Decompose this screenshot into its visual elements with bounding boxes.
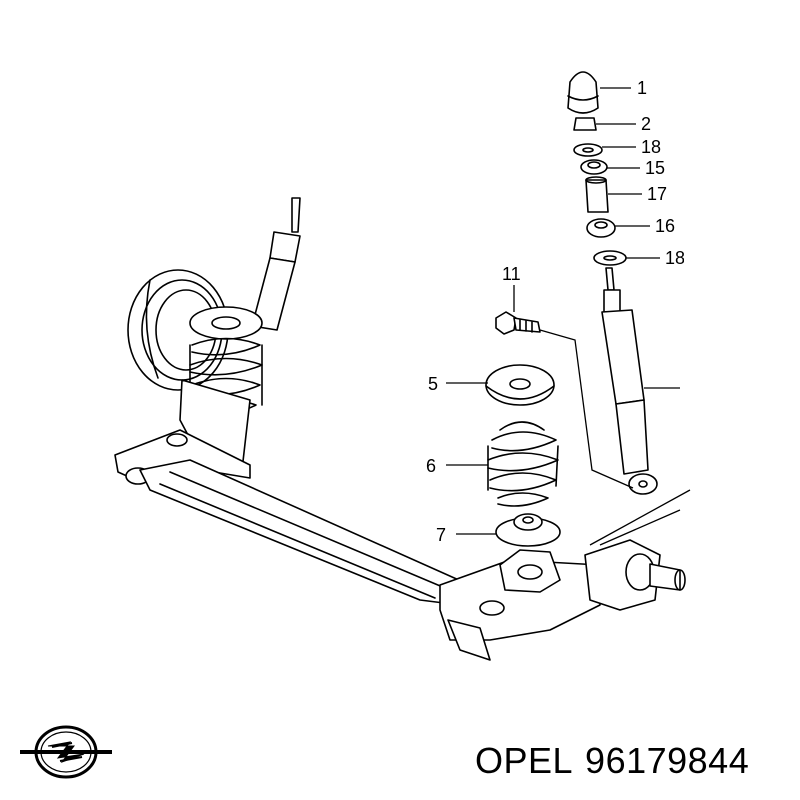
callout-18b: 18 [665, 248, 685, 268]
callout-5: 5 [428, 374, 438, 394]
callout-labels: 1 2 18 15 17 16 18 11 5 6 7 [426, 78, 685, 545]
callout-15: 15 [645, 158, 665, 178]
callout-6: 6 [426, 456, 436, 476]
part-caption: OPEL 96179844 [475, 740, 749, 782]
callout-17: 17 [647, 184, 667, 204]
part-number: 96179844 [585, 740, 750, 781]
brand-name: OPEL [475, 740, 574, 781]
callout-7: 7 [436, 525, 446, 545]
callout-11: 11 [502, 264, 521, 284]
opel-logo-icon [20, 725, 112, 779]
callout-1: 1 [637, 78, 647, 98]
callout-18a: 18 [641, 137, 661, 157]
shock-absorber-stack [567, 71, 680, 495]
callout-16: 16 [655, 216, 675, 236]
spring-group [485, 364, 561, 547]
callout-2: 2 [641, 114, 651, 134]
leader-lines [446, 87, 660, 535]
bolt-11 [495, 311, 634, 489]
rear-axle-assembly [114, 197, 691, 661]
